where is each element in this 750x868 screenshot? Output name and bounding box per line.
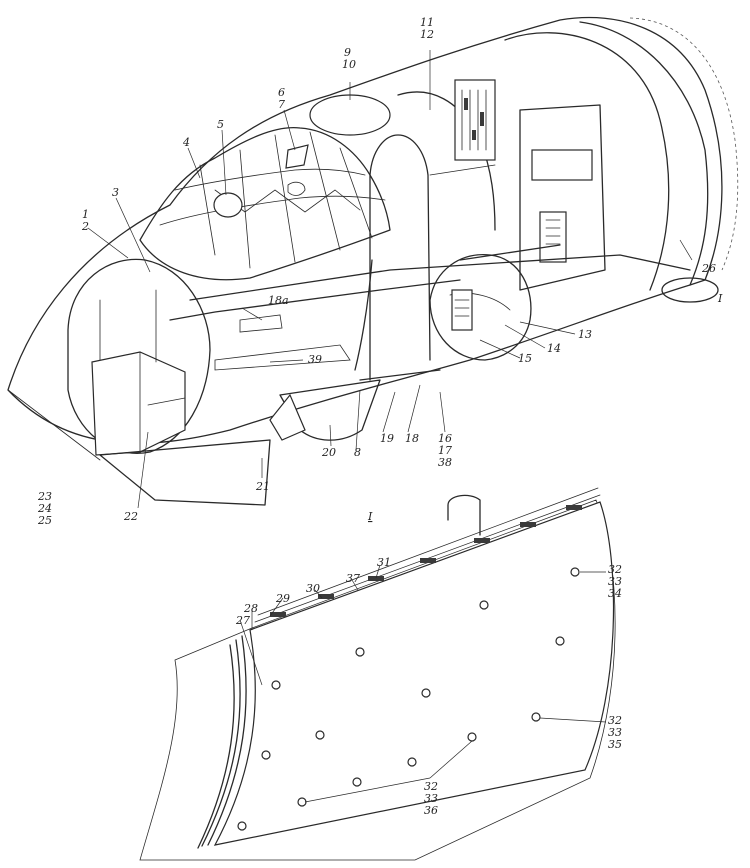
cabin-bulkhead [369, 134, 431, 381]
callout-11: 11 [420, 16, 434, 29]
callout-5: 5 [217, 118, 224, 131]
callout-23: 23 [37, 490, 52, 503]
panel-fasteners [237, 567, 580, 831]
callout-30: 30 [306, 582, 320, 595]
callout-33a: 33 [608, 575, 622, 588]
callout-21: 21 [255, 480, 270, 493]
callout-32c: 32 [424, 780, 438, 793]
rear-frame-outline [504, 32, 670, 291]
callout-2: 2 [81, 220, 89, 233]
detail-heading: I [367, 510, 373, 523]
callout-24: 24 [37, 502, 52, 515]
callout-37: 37 [346, 572, 360, 585]
callout-10: 10 [342, 58, 356, 71]
callout-3: 3 [112, 186, 119, 199]
callout-16: 16 [438, 432, 452, 445]
detail-i-panel [139, 487, 616, 861]
pressure-dome [429, 254, 532, 361]
callout-13: 13 [578, 328, 592, 341]
callout-1: 1 [82, 208, 89, 221]
section-mark-label: I [717, 292, 723, 305]
cabin-floor [189, 254, 691, 301]
callout-20: 20 [321, 446, 336, 459]
leader-lines [87, 50, 693, 803]
callout-33c: 33 [424, 792, 438, 805]
insulation-panel [213, 501, 615, 846]
callout-28: 28 [243, 602, 258, 615]
callout-36: 36 [424, 804, 438, 817]
callout-26: 26 [701, 262, 716, 275]
mounting-bracket [447, 494, 481, 536]
callout-labels: I I 1 2 3 4 5 6 7 9 10 11 12 13 14 15 16… [37, 16, 723, 817]
callout-18: 18 [405, 432, 419, 445]
callout-32a: 32 [608, 563, 622, 576]
callout-7: 7 [278, 98, 285, 111]
callout-12: 12 [420, 28, 434, 41]
callout-29: 29 [275, 592, 290, 605]
callout-25: 25 [37, 514, 52, 527]
seam-fasteners [270, 505, 582, 617]
callout-9: 9 [344, 46, 351, 59]
equipment-block [91, 351, 186, 456]
callout-4: 4 [182, 136, 190, 149]
callout-19: 19 [380, 432, 394, 445]
fuselage-skin-outline [7, 16, 723, 444]
callout-14: 14 [547, 342, 561, 355]
callout-32b: 32 [608, 714, 622, 727]
avionics-rack [454, 79, 496, 161]
callout-33b: 33 [608, 726, 622, 739]
callout-6: 6 [278, 86, 285, 99]
fuselage-nose-view [7, 16, 739, 506]
dorsal-hatch [309, 94, 391, 136]
callout-38: 38 [438, 456, 452, 469]
observation-blister [213, 192, 243, 218]
callout-15: 15 [518, 352, 532, 365]
callout-18a: 18а [268, 294, 289, 307]
callout-35: 35 [608, 738, 622, 751]
callout-8: 8 [354, 446, 361, 459]
callout-31: 31 [377, 556, 391, 569]
callout-17: 17 [438, 444, 452, 457]
callout-39: 39 [308, 353, 322, 366]
callout-27: 27 [235, 614, 250, 627]
callout-22: 22 [123, 510, 138, 523]
callout-34: 34 [608, 587, 622, 600]
